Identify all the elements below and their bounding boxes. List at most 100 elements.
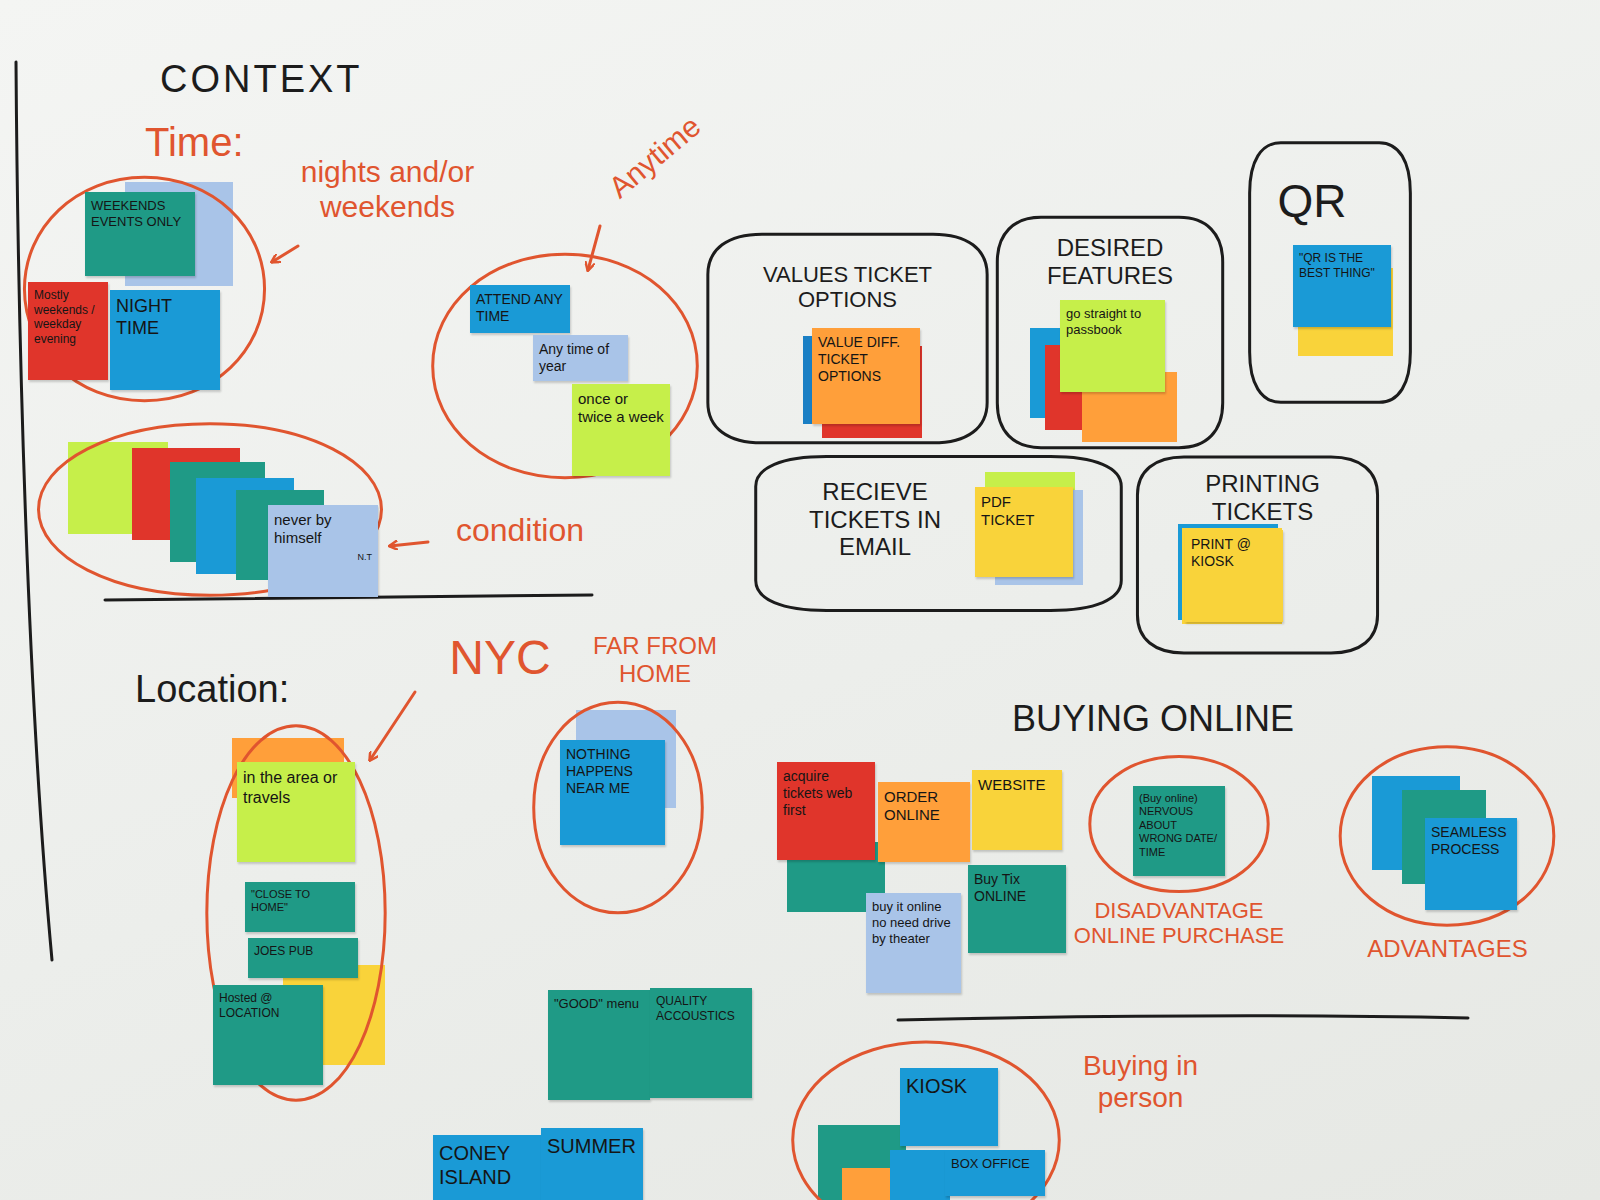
sticky-note: "CLOSE TO HOME"	[245, 882, 355, 932]
note-text: QUALITY ACCOUSTICS	[656, 994, 746, 1023]
sticky-note: buy it online no need drive by theater	[866, 893, 961, 993]
outline-path	[24, 177, 264, 400]
sticky-note: CONEY ISLAND	[433, 1135, 541, 1200]
sticky-note: VALUE DIFF. TICKET OPTIONS	[812, 328, 920, 424]
sticky-note: PRINT @ KIOSK	[1185, 530, 1283, 622]
marker-circle: NYCin the area or travels"CLOSE TO HOME"…	[205, 722, 387, 1104]
note-text: Buy Tix ONLINE	[974, 871, 1060, 905]
note-text: BOX OFFICE	[951, 1156, 1039, 1172]
cluster-outline: QR "QR IS THE BEST THING"	[1248, 140, 1412, 405]
marker-circle: ADVANTAGESSEAMLESS PROCESS	[1338, 745, 1556, 927]
group-heading: PRINTING TICKETS	[1170, 470, 1355, 525]
sticky-note: ORDER ONLINE	[878, 782, 970, 862]
section-label: BUYING ONLINE	[1012, 698, 1294, 740]
group-heading: DISADVANTAGE ONLINE PURCHASE	[1070, 898, 1288, 949]
note-text: CONEY ISLAND	[439, 1141, 535, 1190]
note-text: VALUE DIFF. TICKET OPTIONS	[818, 334, 914, 385]
sticky-note: BOX OFFICE	[945, 1150, 1045, 1196]
sticky-note: KIOSK	[900, 1068, 998, 1146]
outline-path	[1340, 747, 1554, 925]
cluster-outline: PRINTING TICKETS PRINT @ KIOSK	[1135, 455, 1380, 655]
note-text: ATTEND ANY TIME	[476, 291, 564, 325]
note-text: PRINT @ KIOSK	[1191, 536, 1277, 570]
board-title: CONTEXT	[160, 58, 363, 101]
group-heading: FAR FROM HOME	[580, 632, 730, 687]
sticky-note: NOTHING HAPPENS NEAR ME	[560, 740, 665, 845]
cluster-outline: DESIRED FEATURES go straight to passbook	[995, 215, 1225, 450]
group-heading: QR	[1262, 175, 1362, 228]
note-text: acquire tickets web first	[783, 768, 869, 819]
note-text: go straight to passbook	[1066, 306, 1159, 338]
note-text: "CLOSE TO HOME"	[251, 888, 349, 915]
sticky-note: "GOOD" menu	[548, 990, 650, 1100]
note-text: KIOSK	[906, 1074, 992, 1098]
sticky-note: PDF TICKET	[975, 487, 1073, 577]
note-text: SUMMER	[547, 1134, 637, 1158]
note-text: NIGHT TIME	[116, 296, 214, 340]
cluster-outline: VALUES TICKET OPTIONS VALUE DIFF. TICKET …	[705, 232, 990, 445]
outline-path	[1090, 756, 1268, 891]
sticky-note: in the area or travels	[237, 762, 355, 862]
note-text: Hosted @ LOCATION	[219, 991, 317, 1020]
outline-path	[997, 217, 1222, 447]
outline-path	[1250, 143, 1411, 403]
marker-circle: DISADVANTAGE ONLINE PURCHASE(Buy online)…	[1088, 755, 1270, 893]
sticky-note: once or twice a week	[572, 384, 670, 476]
outline-path	[793, 1042, 1060, 1200]
note-text: (Buy online) NERVOUS ABOUT WRONG DATE/ T…	[1139, 792, 1219, 859]
note-text: "GOOD" menu	[554, 996, 644, 1012]
note-text: never by himself	[274, 511, 372, 548]
group-heading: DESIRED FEATURES	[1010, 234, 1210, 289]
group-heading: ADVANTAGES	[1330, 935, 1565, 963]
sticky-note: WEBSITE	[972, 770, 1062, 850]
note-text: in the area or travels	[243, 768, 349, 807]
note-text: PDF TICKET	[981, 493, 1067, 530]
sticky-note: "QR IS THE BEST THING"	[1293, 245, 1391, 327]
divider-lines	[16, 62, 1468, 1020]
note-initials: N.T	[274, 552, 372, 563]
outline-path	[433, 254, 698, 477]
group-heading: NYC	[425, 630, 575, 685]
sticky-note: (Buy online) NERVOUS ABOUT WRONG DATE/ T…	[1133, 786, 1225, 876]
outline-path	[708, 234, 987, 443]
sticky-note: JOES PUB	[248, 938, 358, 978]
sticky-note: Any time of year	[533, 335, 628, 381]
marker-circle: FAR FROM HOMENOTHING HAPPENS NEAR ME	[532, 700, 704, 915]
outline-path	[534, 702, 703, 913]
note-text: buy it online no need drive by theater	[872, 899, 955, 947]
note-text: WEEKENDS EVENTS ONLY	[91, 198, 189, 230]
group-heading: Anytime	[594, 102, 716, 212]
sticky-note: acquire tickets web first	[777, 762, 875, 860]
sticky-note: never by himselfN.T	[268, 505, 378, 597]
sticky-note: Mostly weekends / weekday evening	[28, 282, 108, 380]
sticky-note: Buy Tix ONLINE	[968, 865, 1066, 953]
cluster-outline: RECIEVE TICKETS IN EMAIL PDF TICKET	[752, 455, 1125, 612]
marker-circle: AnytimeATTEND ANY TIMEAny time of yearon…	[430, 252, 700, 480]
marker-circle: conditionnever by himselfN.T	[35, 422, 385, 597]
sticky-note: Hosted @ LOCATION	[213, 985, 323, 1085]
group-heading: Buying in person	[1068, 1050, 1213, 1114]
marker-circle: Buying in personKIOSKBOX OFFICE	[790, 1040, 1062, 1200]
note-text: ORDER ONLINE	[884, 788, 964, 825]
group-heading: RECIEVE TICKETS IN EMAIL	[780, 478, 970, 561]
group-heading: nights and/or weekends	[300, 155, 475, 224]
note-text: Mostly weekends / weekday evening	[34, 288, 102, 347]
sticky-note: SUMMER	[541, 1128, 643, 1200]
sticky-note: NIGHT TIME	[110, 290, 220, 390]
group-heading: VALUES TICKET OPTIONS	[730, 262, 965, 313]
section-label: Time:	[145, 120, 244, 165]
section-label: Location:	[135, 668, 289, 711]
note-text: JOES PUB	[254, 944, 352, 959]
note-text: WEBSITE	[978, 776, 1056, 794]
note-text: Any time of year	[539, 341, 622, 375]
marker-circle: nights and/or weekendsWEEKENDS EVENTS ON…	[22, 175, 267, 403]
note-text: "QR IS THE BEST THING"	[1299, 251, 1385, 280]
outline-path	[756, 457, 1122, 611]
outline-path	[207, 726, 385, 1100]
note-text: once or twice a week	[578, 390, 664, 427]
outline-path	[1137, 457, 1377, 653]
hidden-sticky-notes	[68, 182, 1486, 1200]
sticky-note: QUALITY ACCOUSTICS	[650, 988, 752, 1098]
sticky-note: ATTEND ANY TIME	[470, 285, 570, 333]
